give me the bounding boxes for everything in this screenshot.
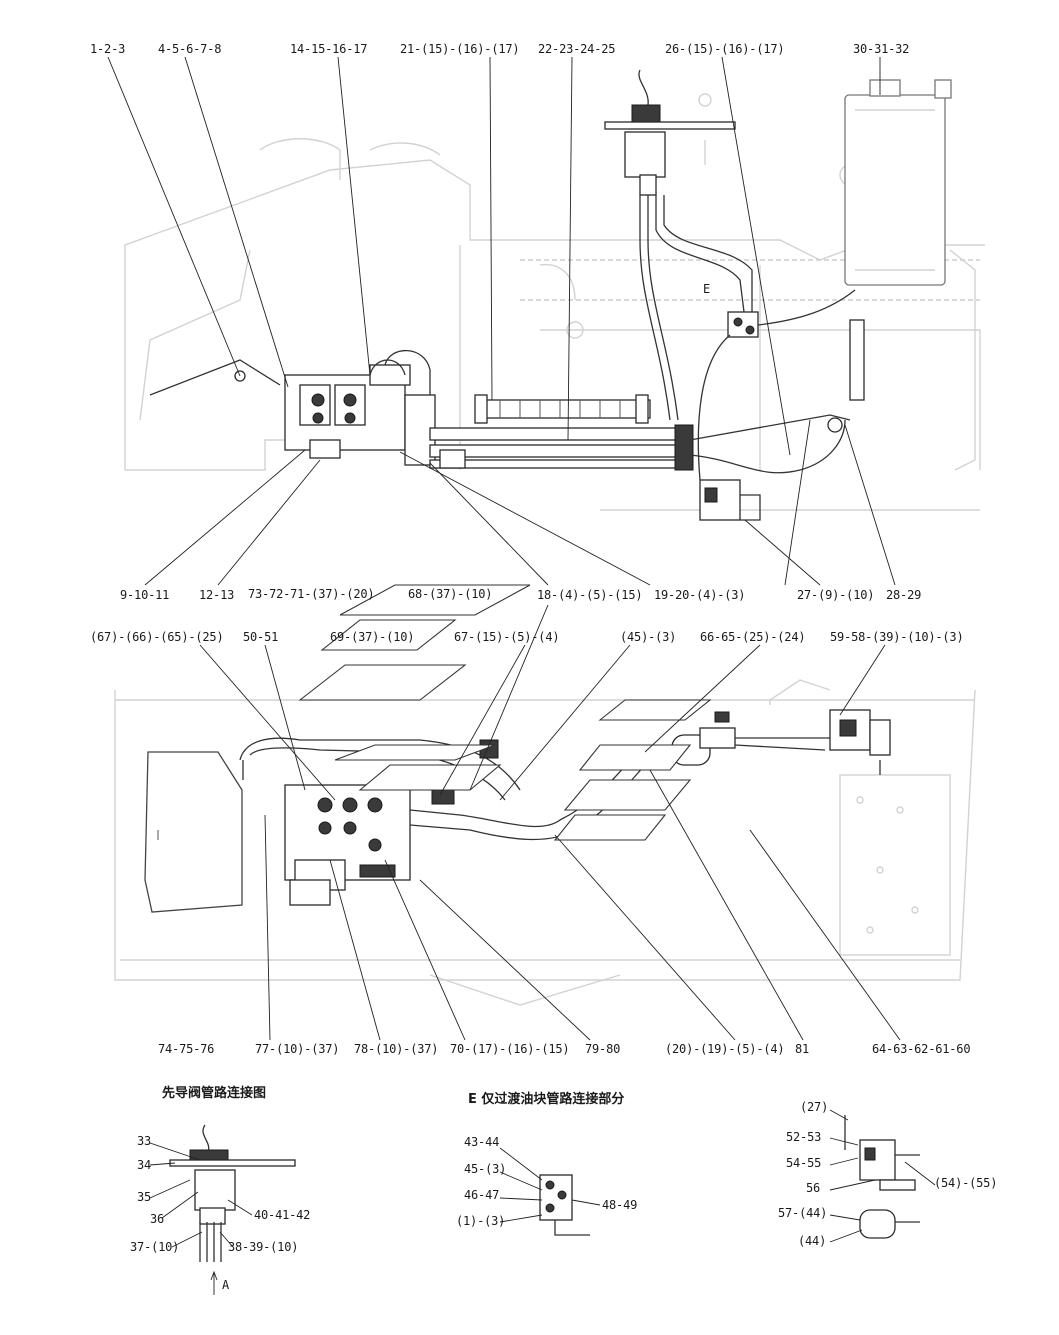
callout-14-15-16-17: 14-15-16-17 bbox=[290, 42, 368, 56]
callout-34: 34 bbox=[137, 1158, 152, 1172]
main-control-valve-upper bbox=[284, 349, 436, 466]
caption-pilot-valve: 先导阀管路连接图 bbox=[162, 1086, 267, 1101]
callout-26-15-16-17: 26-(15)-(16)-(17) bbox=[665, 42, 785, 56]
pilot-valve-upper bbox=[604, 69, 753, 421]
callout-36: 36 bbox=[150, 1212, 165, 1226]
callout-46-47: 46-47 bbox=[464, 1188, 500, 1202]
callout-56: 56 bbox=[806, 1181, 821, 1195]
detail-transition-block bbox=[499, 1147, 601, 1236]
detail-filter-assembly bbox=[829, 1109, 936, 1243]
callout-38-39-10: 38-39-(10) bbox=[228, 1240, 299, 1254]
leader-lines bbox=[107, 56, 901, 1041]
callout-57-44: 57-(44) bbox=[778, 1206, 828, 1220]
callout-67-66-65-25: (67)-(66)-(65)-(25) bbox=[90, 630, 224, 644]
callout-48-49: 48-49 bbox=[602, 1198, 638, 1212]
hydraulic-tank bbox=[844, 79, 952, 286]
callout-27-detail: (27) bbox=[800, 1100, 829, 1114]
callout-69-37-10: 69-(37)-(10) bbox=[330, 630, 415, 644]
callout-78-10-37: 78-(10)-(37) bbox=[354, 1042, 439, 1056]
pipe-bundle-upper bbox=[429, 394, 851, 474]
callout-54-55-detail: (54)-(55) bbox=[934, 1176, 998, 1190]
main-control-valve-lower bbox=[239, 737, 521, 906]
callout-44-detail: (44) bbox=[798, 1234, 827, 1248]
callout-73-72-71-37-20: 73-72-71-(37)-(20) bbox=[248, 587, 375, 601]
callout-22-23-24-25: 22-23-24-25 bbox=[538, 42, 616, 56]
callout-43-44: 43-44 bbox=[464, 1135, 500, 1149]
callout-50-51: 50-51 bbox=[243, 630, 279, 644]
callout-21-15-16-17: 21-(15)-(16)-(17) bbox=[400, 42, 520, 56]
callout-59-58-39-10-3: 59-58-(39)-(10)-(3) bbox=[830, 630, 964, 644]
callout-67-15-5-4: 67-(15)-(5)-(4) bbox=[454, 630, 560, 644]
callout-74-75-76: 74-75-76 bbox=[158, 1042, 215, 1056]
callout-81: 81 bbox=[795, 1042, 810, 1056]
callout-35: 35 bbox=[137, 1190, 152, 1204]
callout-20-19-5-4: (20)-(19)-(5)-(4) bbox=[665, 1042, 785, 1056]
callout-45-3: (45)-(3) bbox=[620, 630, 677, 644]
callout-77-10-37: 77-(10)-(37) bbox=[255, 1042, 340, 1056]
callout-66-65-25-24: 66-65-(25)-(24) bbox=[700, 630, 806, 644]
detail-pilot-valve bbox=[149, 1124, 296, 1295]
callout-52-53: 52-53 bbox=[786, 1130, 822, 1144]
callout-1-2-3: 1-2-3 bbox=[90, 42, 126, 56]
cover-plate-lower bbox=[144, 751, 243, 913]
lower-chassis-ghost bbox=[114, 679, 976, 1006]
view-marker-e: E bbox=[703, 282, 711, 296]
callout-40-41-42: 40-41-42 bbox=[254, 1208, 311, 1222]
callout-33: 33 bbox=[137, 1134, 152, 1148]
callout-37-10: 37-(10) bbox=[130, 1240, 180, 1254]
callout-28-29: 28-29 bbox=[886, 588, 922, 602]
filter-upper bbox=[699, 479, 761, 521]
transition-block-upper bbox=[697, 289, 865, 481]
callout-64-63-62-61-60: 64-63-62-61-60 bbox=[872, 1042, 971, 1056]
callout-4-5-6-7-8: 4-5-6-7-8 bbox=[158, 42, 222, 56]
callout-45-3-detail: 45-(3) bbox=[464, 1162, 507, 1176]
caption-transition-block: E 仅过渡油块管路连接部分 bbox=[468, 1092, 625, 1107]
callout-30-31-32: 30-31-32 bbox=[853, 42, 910, 56]
callout-27-9-10: 27-(9)-(10) bbox=[797, 588, 875, 602]
callout-9-10-11: 9-10-11 bbox=[120, 588, 170, 602]
label-tags-lower bbox=[298, 584, 712, 841]
callout-19-20-4-3: 19-20-(4)-(3) bbox=[654, 588, 746, 602]
linkage-rod-upper bbox=[149, 359, 281, 396]
callout-12-13: 12-13 bbox=[199, 588, 235, 602]
callout-79-80: 79-80 bbox=[585, 1042, 621, 1056]
view-marker-a: A bbox=[222, 1278, 230, 1292]
callout-1-3-detail: (1)-(3) bbox=[456, 1214, 506, 1228]
callout-68-37-10: 68-(37)-(10) bbox=[408, 587, 493, 601]
callout-70-17-16-15: 70-(17)-(16)-(15) bbox=[450, 1042, 570, 1056]
callout-54-55: 54-55 bbox=[786, 1156, 822, 1170]
callout-18-4-5-15: 18-(4)-(5)-(15) bbox=[537, 588, 643, 602]
